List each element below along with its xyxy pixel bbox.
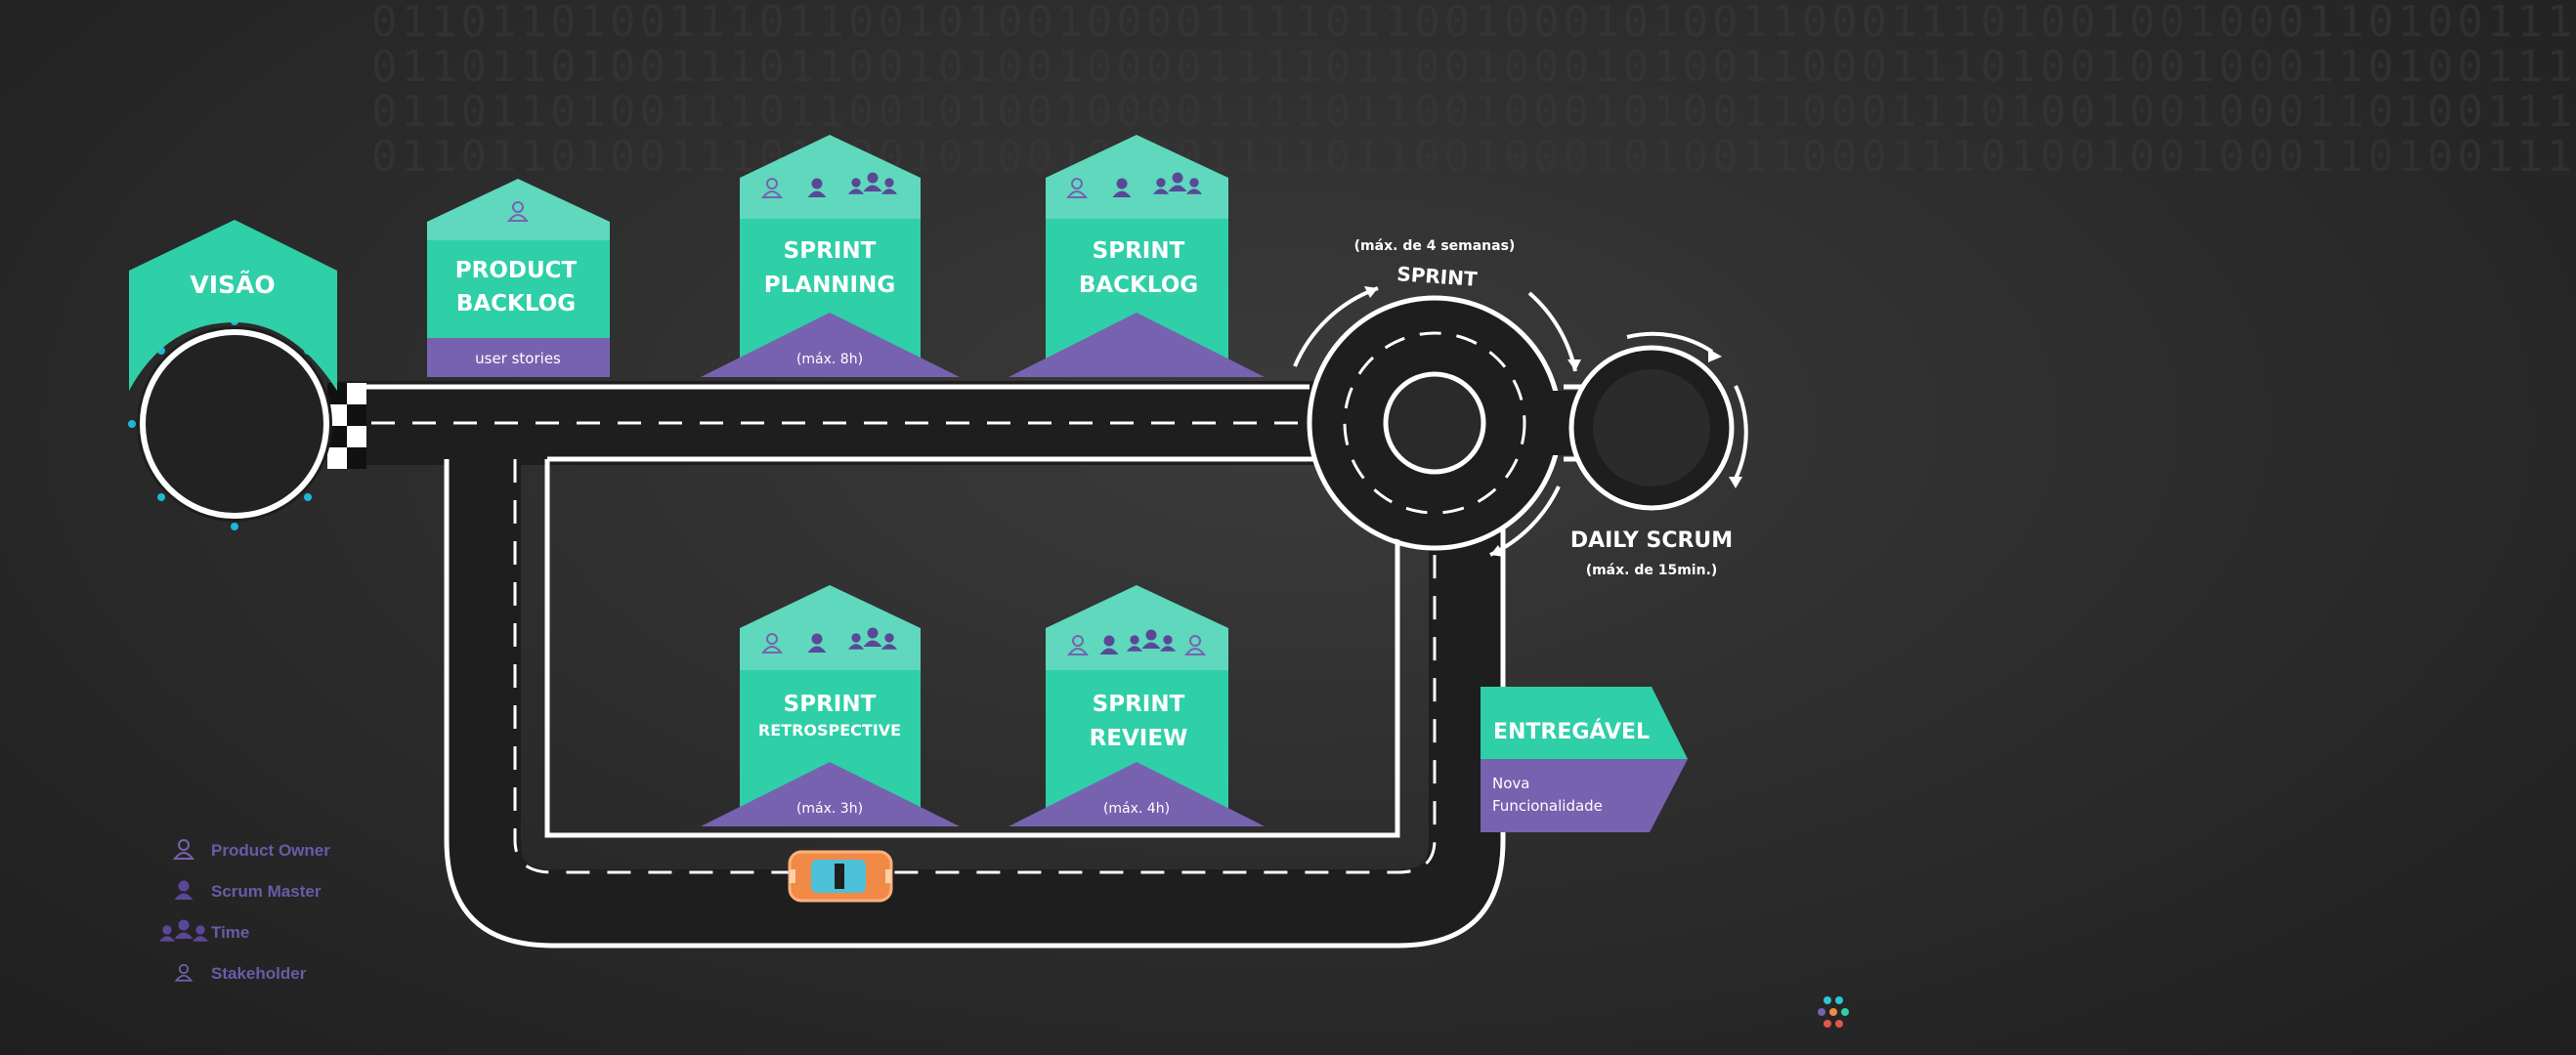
- entregavel-line-2: Funcionalidade: [1492, 797, 1603, 815]
- legend-label: Time: [211, 923, 250, 942]
- brand-logo-icon: [1818, 996, 1849, 1028]
- sprint-retrospective-duration: (máx. 3h): [796, 801, 863, 817]
- entregavel-line-1: Nova: [1492, 775, 1529, 792]
- station-visao: VISÃO: [129, 220, 337, 391]
- background-binary-pattern: 0110110100111011001010010000111101100100…: [371, 0, 2576, 182]
- station-sprint-planning: SPRINT PLANNING (máx. 8h): [701, 135, 960, 377]
- person-outline-icon: [156, 838, 211, 864]
- sprint-retrospective-title-2: RETROSPECTIVE: [758, 721, 901, 739]
- legend-label: Product Owner: [211, 841, 330, 860]
- sprint-backlog-title-1: SPRINT: [1093, 238, 1185, 264]
- product-backlog-title-1: PRODUCT: [455, 258, 578, 283]
- person-filled-icon: [156, 879, 211, 905]
- group-icon: [156, 918, 211, 948]
- sprint-retrospective-title-1: SPRINT: [784, 692, 877, 717]
- entregavel-title: ENTREGÁVEL: [1493, 719, 1650, 744]
- legend-item-stakeholder: Stakeholder: [156, 953, 330, 994]
- entregavel-arrow: ENTREGÁVEL Nova Funcionalidade: [1481, 687, 1688, 832]
- person-outline-icon: [156, 963, 211, 985]
- car-icon: [788, 850, 893, 903]
- sprint-review-title-1: SPRINT: [1093, 692, 1185, 717]
- daily-scrum-label: DAILY SCRUM: [1570, 528, 1733, 553]
- legend-label: Scrum Master: [211, 882, 322, 901]
- visao-title: VISÃO: [190, 271, 275, 299]
- road: [128, 295, 1735, 949]
- sprint-review-title-2: REVIEW: [1090, 726, 1188, 751]
- daily-scrum-arrows: DAILY SCRUM (máx. de 15min.): [1570, 331, 1748, 578]
- sprint-roundabout: [1307, 295, 1563, 551]
- product-backlog-subtitle: user stories: [475, 350, 561, 367]
- legend-item-product-owner: Product Owner: [156, 830, 330, 871]
- station-sprint-retrospective: SPRINT RETROSPECTIVE (máx. 3h): [701, 585, 960, 826]
- product-backlog-title-2: BACKLOG: [456, 291, 576, 316]
- station-product-backlog: PRODUCT BACKLOG user stories: [427, 179, 610, 377]
- sprint-planning-title-2: PLANNING: [764, 273, 896, 298]
- sprint-cycle-arrows: (máx. de 4 semanas) SPRINT: [1293, 238, 1581, 557]
- station-sprint-backlog: SPRINT BACKLOG: [1009, 135, 1265, 377]
- legend: Product Owner Scrum Master Time Stakehol…: [156, 830, 330, 994]
- station-sprint-review: SPRINT REVIEW (máx. 4h): [1009, 585, 1265, 826]
- sprint-planning-duration: (máx. 8h): [796, 352, 863, 367]
- sprint-review-duration: (máx. 4h): [1103, 801, 1170, 817]
- scrum-roadmap-diagram: VISÃO PRODUCT BACKLOG user stories SPRIN…: [128, 135, 1748, 949]
- legend-label: Stakeholder: [211, 964, 307, 983]
- sprint-backlog-title-2: BACKLOG: [1079, 273, 1198, 298]
- daily-scrum-duration: (máx. de 15min.): [1586, 563, 1718, 578]
- checkered-flag: [327, 383, 366, 469]
- sprint-planning-title-1: SPRINT: [784, 238, 877, 264]
- sprint-duration: (máx. de 4 semanas): [1354, 238, 1516, 254]
- visao-roundabout: [128, 317, 332, 530]
- legend-item-scrum-master: Scrum Master: [156, 871, 330, 912]
- daily-scrum-loop: [1544, 345, 1735, 511]
- sprint-label: SPRINT: [1396, 262, 1479, 291]
- legend-item-time: Time: [156, 912, 330, 953]
